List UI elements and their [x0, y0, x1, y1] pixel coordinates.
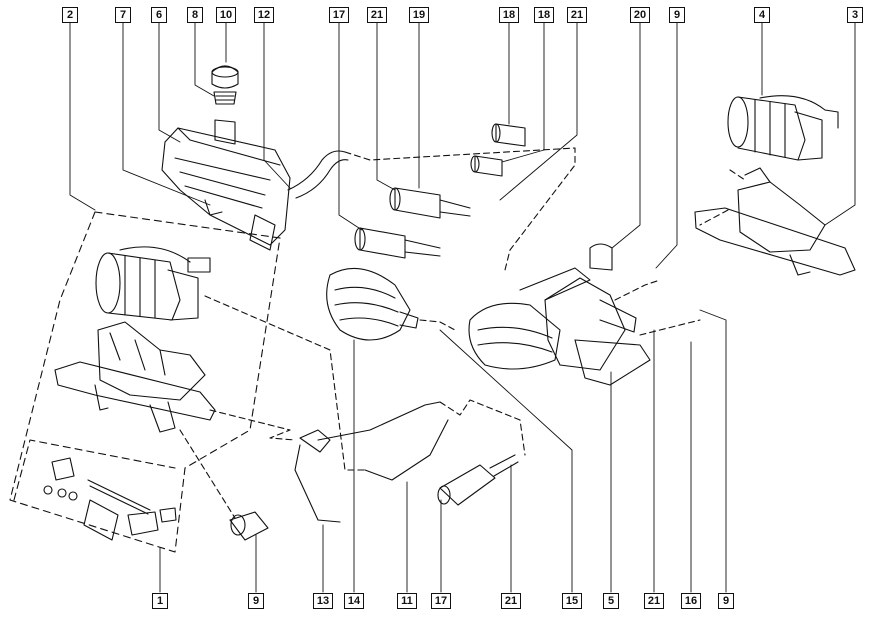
callout-label-bottom-7: 21 — [501, 593, 521, 609]
solenoid-valves — [354, 123, 526, 259]
callout-label-bottom-4: 14 — [344, 593, 364, 609]
accumulator-sphere — [326, 268, 419, 341]
callout-label-bottom-11: 16 — [681, 593, 701, 609]
callout-label-top-10: 18 — [499, 7, 519, 23]
steering-rack-left — [54, 321, 216, 433]
callout-leader-lines — [69, 21, 856, 593]
callout-label-top-13: 20 — [630, 7, 650, 23]
callout-label-top-7: 17 — [329, 7, 349, 23]
callout-label-top-5: 10 — [216, 7, 236, 23]
pump-motor-left — [95, 246, 211, 321]
callout-label-bottom-10: 21 — [644, 593, 664, 609]
callout-label-bottom-1: 1 — [152, 593, 168, 609]
callout-label-top-15: 4 — [754, 7, 770, 23]
callout-label-top-8: 21 — [367, 7, 387, 23]
callout-label-bottom-12: 9 — [718, 593, 734, 609]
callout-label-bottom-5: 11 — [397, 593, 417, 609]
callout-label-top-4: 8 — [187, 7, 203, 23]
callout-label-top-16: 3 — [847, 7, 863, 23]
reservoir-cap — [211, 65, 239, 105]
callout-label-top-11: 18 — [534, 7, 554, 23]
callout-label-top-2: 7 — [115, 7, 131, 23]
fluid-reservoir — [161, 119, 291, 251]
seal-kit-parts — [43, 457, 177, 541]
leader-lines — [179, 147, 746, 519]
relief-valve-left — [229, 511, 269, 541]
steering-rack-right — [694, 167, 856, 276]
pressure-pipes — [294, 401, 449, 523]
callout-label-top-9: 19 — [409, 7, 429, 23]
flow-damper — [437, 454, 519, 506]
callout-label-bottom-9: 5 — [603, 593, 619, 609]
callout-label-top-1: 2 — [62, 7, 78, 23]
callout-label-bottom-2: 9 — [248, 593, 264, 609]
group-box-1 — [9, 211, 281, 553]
callout-label-top-14: 9 — [669, 7, 685, 23]
callout-label-bottom-3: 13 — [313, 593, 333, 609]
callout-label-top-6: 12 — [254, 7, 274, 23]
callout-label-top-12: 21 — [567, 7, 587, 23]
callout-label-top-3: 6 — [151, 7, 167, 23]
pump-motor-right — [727, 95, 839, 161]
callout-label-bottom-8: 15 — [562, 593, 582, 609]
valve-block-assembly — [468, 243, 651, 386]
callout-label-bottom-6: 17 — [431, 593, 451, 609]
return-hose — [287, 150, 349, 199]
